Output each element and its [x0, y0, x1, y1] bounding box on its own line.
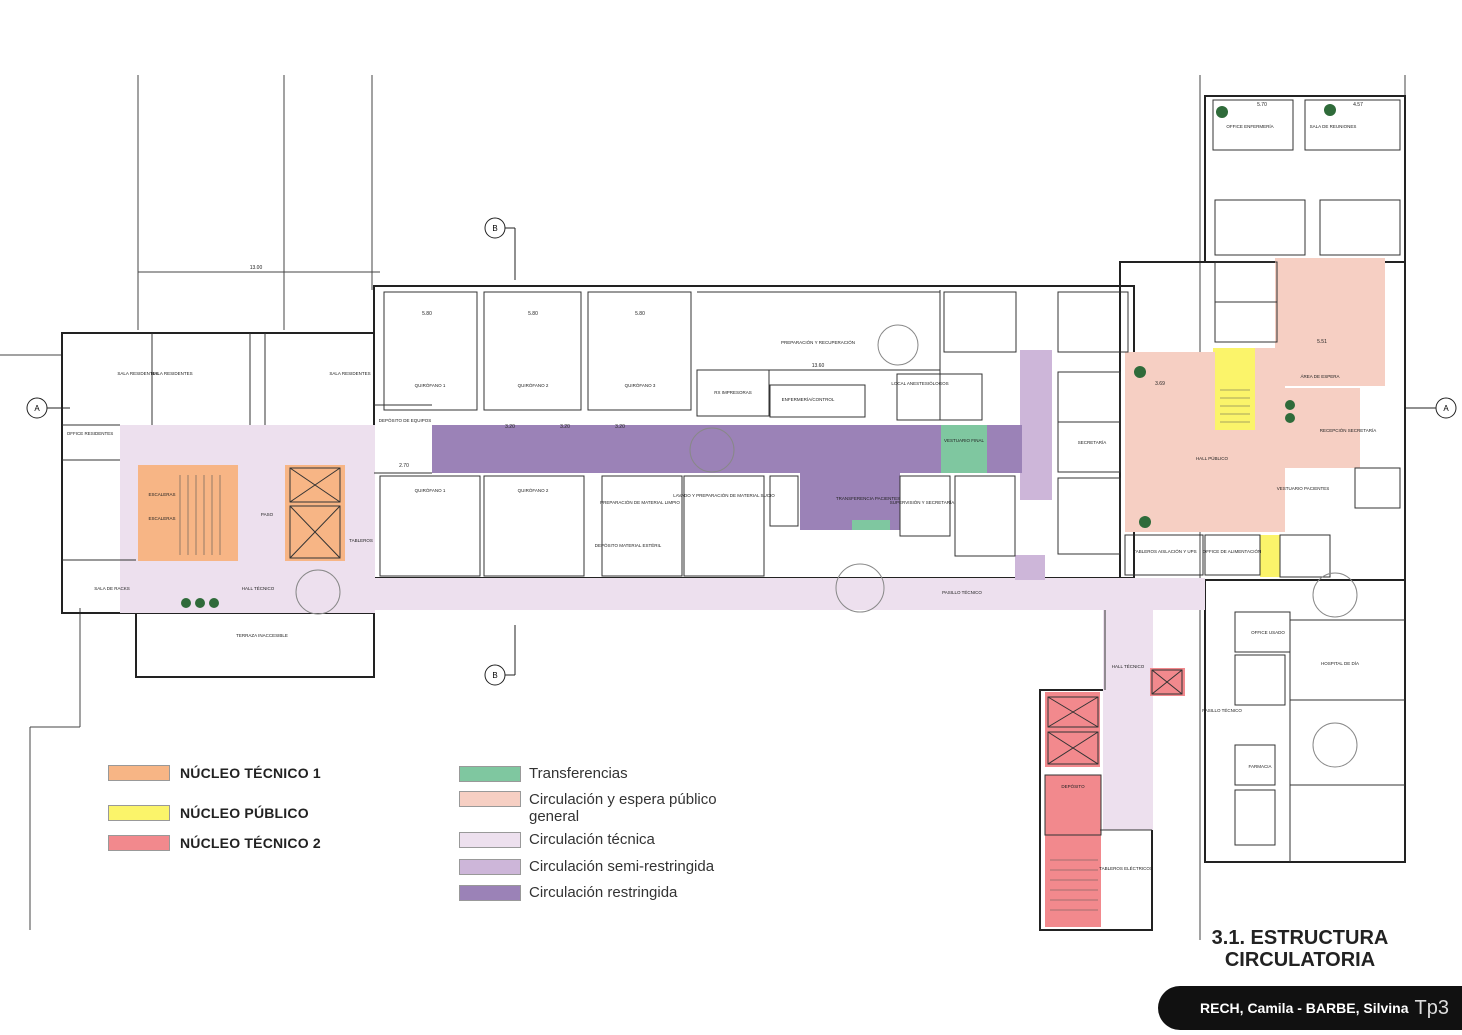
- room-hall-tecnico: HALL TÉCNICO: [242, 585, 275, 591]
- legend-label: NÚCLEO TÉCNICO 1: [180, 765, 321, 781]
- dimension-3-20-a: 3.20: [505, 424, 515, 430]
- room-deposito-equipos: DEPÓSITO DE EQUIPOS: [379, 417, 431, 423]
- room-office-enfermeria: OFFICE ENFERMERÍA: [1226, 123, 1273, 129]
- legend-label: NÚCLEO TÉCNICO 2: [180, 835, 321, 851]
- room-sala-residentes-3: SALA RESIDENTES: [329, 371, 370, 376]
- dimension-13-60: 13.60: [812, 363, 825, 369]
- room-sala-residentes-1: SALA RESIDENTES: [117, 371, 158, 376]
- room-tableros-ups: TABLEROS AISLACIÓN Y UPS: [1133, 548, 1196, 554]
- room-vestuario-final: VESTUARIO FINAL: [944, 438, 985, 443]
- room-sala-residentes-2: SALA RESIDENTES: [151, 371, 192, 376]
- dimension-5-51: 5.51: [1317, 339, 1327, 345]
- room-quirofano-2-bottom: QUIRÓFANO 2: [518, 487, 549, 493]
- room-deposito-esteril: DEPÓSITO MATERIAL ESTÉRIL: [595, 542, 662, 548]
- dimension-2-70: 2.70: [399, 463, 409, 469]
- room-enfermeria: ENFERMERÍA/CONTROL: [782, 396, 835, 402]
- legend-item-transferencias: Transferencias: [459, 765, 628, 782]
- legend-label: Circulación y espera público general: [529, 791, 717, 825]
- legend-label: Circulación técnica: [529, 831, 655, 848]
- room-quirofano-3-top: QUIRÓFANO 3: [625, 382, 656, 388]
- section-marker-a-right: A: [1443, 404, 1449, 413]
- section-marker-b-top: B: [492, 224, 497, 233]
- legend-swatch: [108, 805, 170, 821]
- legend-item-circulacion-semi-restringida: Circulación semi-restringida: [459, 858, 714, 875]
- section-marker-b-bottom: B: [492, 671, 497, 680]
- room-vestuario-pacientes: VESTUARIO PACIENTES: [1277, 486, 1329, 491]
- room-sala-reuniones: SALA DE REUNIONES: [1310, 124, 1357, 129]
- room-office-alimentacion: OFFICE DE ALIMENTACIÓN: [1203, 548, 1261, 554]
- dimension-3-69: 3.69: [1155, 381, 1165, 387]
- room-tableros-electricos: TABLEROS ELÉCTRICOS: [1099, 865, 1153, 871]
- section-marker-a-left: A: [34, 404, 40, 413]
- room-escaleras-2: ESCALERAS: [148, 516, 175, 521]
- legend-swatch: [459, 765, 521, 782]
- room-hall-tecnico-2: HALL TÉCNICO: [1112, 663, 1145, 669]
- room-quirofano-1-bottom: QUIRÓFANO 1: [415, 487, 446, 493]
- room-escaleras-1: ESCALERAS: [148, 492, 175, 497]
- legend-swatch: [459, 884, 521, 901]
- dimension-5-80-a: 5.80: [422, 311, 432, 317]
- legend-item-circulacion-restringida: Circulación restringida: [459, 884, 677, 901]
- footer-bar: RECH, Camila - BARBE, Silvina Tp3: [1158, 986, 1462, 1030]
- footer-sheet-number: Tp3: [1414, 996, 1449, 1019]
- dimension-3-20-b: 3.20: [560, 424, 570, 430]
- room-farmacia: FARMACIA: [1248, 764, 1271, 769]
- dimension-3-20-c: 3.20: [615, 424, 625, 430]
- legend-swatch: [108, 835, 170, 851]
- room-rx: RX IMPRESORAS: [714, 390, 752, 395]
- room-hall-publico: HALL PÚBLICO: [1196, 455, 1229, 461]
- dimension-13-00: 13.00: [250, 265, 263, 271]
- sheet-title-line-2: CIRCULATORIA: [1224, 949, 1376, 971]
- room-hospital-dia: HOSPITAL DE DÍA: [1321, 660, 1359, 666]
- legend-swatch: [459, 791, 521, 807]
- room-deposito: DEPÓSITO: [1061, 783, 1085, 789]
- room-preparacion: PREPARACIÓN Y RECUPERACIÓN: [781, 339, 855, 345]
- room-local-anestesiologos: LOCAL ANESTESIÓLOGOS: [891, 380, 948, 386]
- legend-item-nucleo-tecnico-2: NÚCLEO TÉCNICO 2: [108, 835, 321, 851]
- room-recepcion: RECEPCIÓN SECRETARÍA: [1320, 427, 1376, 433]
- legend-swatch: [459, 831, 521, 848]
- room-tableros: TABLEROS: [349, 538, 373, 543]
- room-pasillo-tecnico-2: PASILLO TÉCNICO: [1202, 707, 1242, 713]
- room-transferencia: TRANSFERENCIA PACIENTES: [836, 496, 900, 501]
- dimension-5-80-c: 5.80: [635, 311, 645, 317]
- room-quirofano-2-top: QUIRÓFANO 2: [518, 382, 549, 388]
- legend-label: Circulación semi-restringida: [529, 858, 715, 875]
- room-sala-racks: SALA DE RACKS: [94, 586, 130, 591]
- dimension-5-80-b: 5.80: [528, 311, 538, 317]
- sheet-title-line-1: 3.1. ESTRUCTURA: [1211, 927, 1389, 949]
- room-secretaria: SECRETARÍA: [1078, 439, 1106, 445]
- legend-item-nucleo-tecnico-1: NÚCLEO TÉCNICO 1: [108, 765, 321, 781]
- room-paso: PASO: [261, 512, 274, 517]
- sheet-title: 3.1. ESTRUCTURA CIRCULATORIA: [1205, 927, 1395, 971]
- room-preparacion-limpio: PREPARACIÓN DE MATERIAL LIMPIO: [600, 499, 680, 505]
- room-area-espera: ÁREA DE ESPERA: [1300, 373, 1339, 379]
- legend-swatch: [108, 765, 170, 781]
- legend-item-nucleo-publico: NÚCLEO PÚBLICO: [108, 805, 309, 821]
- room-terraza: TERRAZA INACCESIBLE: [236, 633, 288, 638]
- legend-label: Transferencias: [529, 765, 628, 782]
- room-quirofano-1-top: QUIRÓFANO 1: [415, 382, 446, 388]
- footer-authors: RECH, Camila - BARBE, Silvina: [1200, 1000, 1409, 1016]
- room-pasillo-tecnico: PASILLO TÉCNICO: [942, 589, 982, 595]
- room-office-usado: OFFICE USADO: [1251, 630, 1285, 635]
- legend-label: NÚCLEO PÚBLICO: [180, 805, 309, 821]
- room-supervision: SUPERVISIÓN Y SECRETARÍA: [890, 499, 954, 505]
- room-lavado: LAVADO Y PREPARACIÓN DE MATERIAL SUCIO: [673, 492, 775, 498]
- dimension-4-57: 4.57: [1353, 102, 1363, 108]
- legend-item-circulacion-tecnica: Circulación técnica: [459, 831, 655, 848]
- legend-item-circulacion-publico: Circulación y espera público general: [459, 791, 744, 825]
- dimension-5-70: 5.70: [1257, 102, 1267, 108]
- legend-label: Circulación restringida: [529, 884, 678, 901]
- room-office-residentes: OFFICE RESIDENTES: [67, 431, 114, 436]
- legend-swatch: [459, 858, 521, 875]
